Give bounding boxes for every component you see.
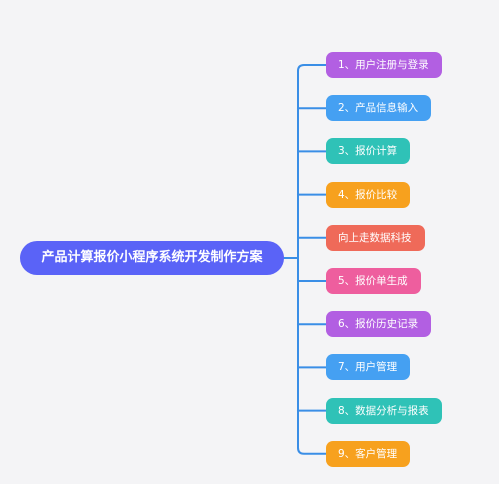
branch-topic-9[interactable]: 8、数据分析与报表 xyxy=(326,397,442,424)
branch-topic-5[interactable]: 向上走数据科技 xyxy=(326,224,425,251)
branch-topic-2[interactable]: 2、产品信息输入 xyxy=(326,95,432,122)
branch-topic-6[interactable]: 5、报价单生成 xyxy=(326,268,421,294)
branch-connector-1 xyxy=(297,64,327,72)
root-topic[interactable]: 产品计算报价小程序系统开发制作方案 xyxy=(20,241,284,275)
branch-topic-3[interactable]: 3、报价计算 xyxy=(326,138,411,165)
branch-topic-4[interactable]: 4、报价比较 xyxy=(326,181,411,208)
branch-topic-8[interactable]: 7、用户管理 xyxy=(326,354,411,381)
branch-topic-7[interactable]: 6、报价历史记录 xyxy=(326,311,432,338)
branch-connector-10 xyxy=(297,446,327,455)
branch-topic-1[interactable]: 1、用户注册与登录 xyxy=(326,52,442,78)
branch-topic-10[interactable]: 9、客户管理 xyxy=(326,440,411,467)
